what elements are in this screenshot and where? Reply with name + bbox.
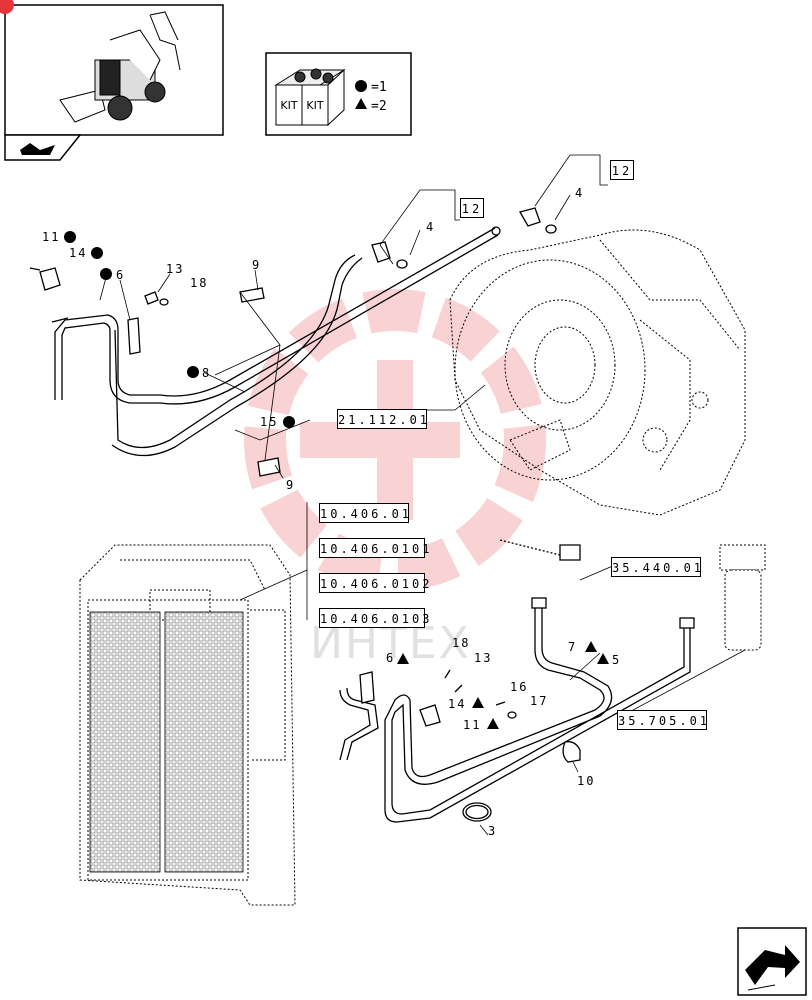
callout-6-top: 6 [116, 268, 126, 282]
kit-label-1: KIT [280, 99, 297, 112]
callout-13-bottom: 13 [474, 651, 493, 665]
callout-17: 17 [530, 694, 549, 708]
ref-21-112-01[interactable]: 21.112.01 [337, 409, 427, 429]
callout-11-top: 11 [42, 230, 61, 244]
watermark-logo [244, 289, 546, 591]
ref-10-406-01[interactable]: 10.406.01 [319, 503, 409, 523]
callout-6-bottom: 6 [386, 651, 396, 665]
leader-lines [99, 154, 746, 836]
triangle-marker-6-bottom [397, 653, 409, 664]
kit-box-icon [274, 68, 346, 127]
ref-35-440-01[interactable]: 35.440.01 [611, 557, 701, 577]
triangle-marker-11-bottom [487, 718, 499, 729]
triangle-marker-5 [597, 653, 609, 664]
circle-marker-6-top [100, 268, 112, 280]
callout-8: 8 [202, 366, 212, 380]
callout-9-top: 9 [252, 258, 262, 272]
kit-label-2: KIT [306, 99, 323, 112]
circle-marker-8 [187, 366, 199, 378]
circle-marker-11-top [64, 231, 76, 243]
next-page-arrow-icon[interactable] [737, 927, 807, 996]
transmission-housing [449, 229, 746, 516]
callout-18-bottom: 18 [452, 636, 471, 650]
callout-3: 3 [488, 824, 498, 838]
callout-14-bottom: 14 [448, 697, 467, 711]
thumbnail-machine [0, 0, 224, 136]
circle-marker-15 [283, 416, 295, 428]
callout-14-top: 14 [69, 246, 88, 260]
ref-35-705-01[interactable]: 35.705.01 [617, 710, 707, 730]
callout-9-bottom: 9 [286, 478, 296, 492]
triangle-symbol-icon [355, 98, 367, 109]
triangle-value: =2 [371, 99, 387, 114]
ref-12-left[interactable]: 12 [460, 198, 484, 218]
ref-12-right[interactable]: 12 [610, 160, 634, 180]
circle-marker-14-top [91, 247, 103, 259]
callout-18-top: 18 [190, 276, 209, 290]
oil-filter [719, 544, 766, 651]
callout-4-left: 4 [426, 220, 436, 234]
circle-value: =1 [371, 80, 387, 95]
callout-7: 7 [568, 640, 578, 654]
triangle-marker-14-bottom [472, 697, 484, 708]
view-tab[interactable] [4, 134, 82, 161]
callout-11-bottom: 11 [463, 718, 482, 732]
callout-16: 16 [510, 680, 529, 694]
callout-4-right: 4 [575, 186, 585, 200]
lower-pipe-assembly [339, 539, 695, 823]
ref-10-406-0103[interactable]: 10.406.0103 [319, 608, 429, 628]
ref-10-406-0102[interactable]: 10.406.0102 [319, 573, 429, 593]
callout-5: 5 [612, 653, 622, 667]
radiator [79, 544, 296, 906]
kit-legend-box: KIT KIT =1 =2 [265, 52, 412, 136]
callout-10: 10 [577, 774, 596, 788]
upper-pipe-assembly [29, 207, 557, 477]
callout-15: 15 [260, 415, 279, 429]
triangle-marker-7 [585, 641, 597, 652]
kit-markers [64, 231, 609, 729]
ref-10-406-0101[interactable]: 10.406.0101 [319, 538, 429, 558]
circle-symbol-icon [355, 80, 367, 92]
callout-13-top: 13 [166, 262, 185, 276]
